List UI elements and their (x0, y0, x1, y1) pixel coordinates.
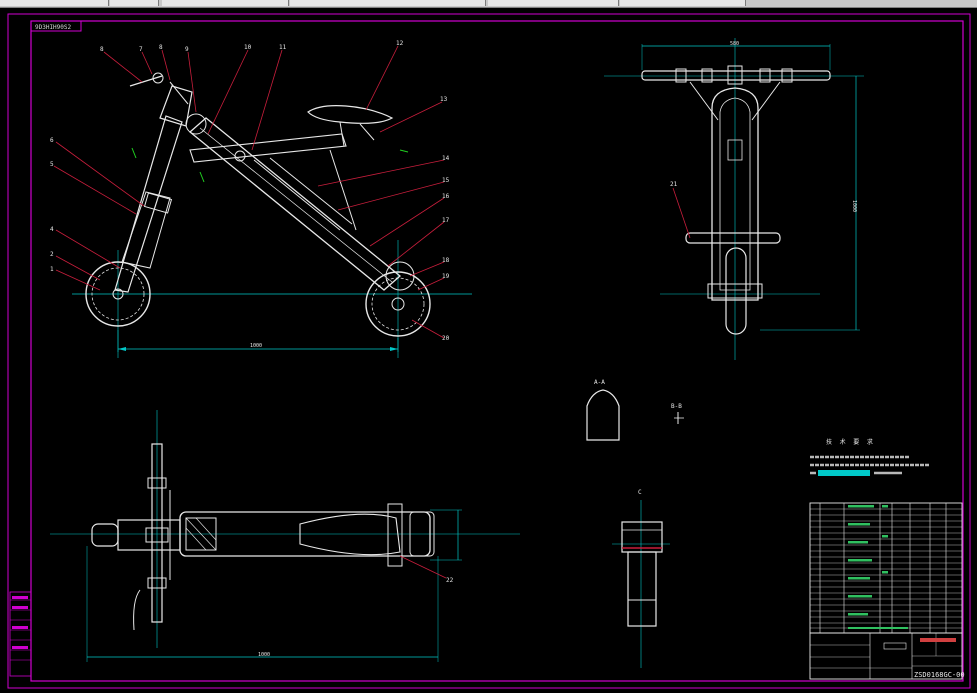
title-block (809, 502, 963, 680)
side-leaders (53, 45, 445, 339)
callout-8: 13 (440, 96, 448, 103)
section-bb-label: B-B (671, 403, 682, 410)
callout-14: 14 (442, 155, 450, 162)
section-c (612, 500, 670, 668)
tab-4[interactable] (290, 0, 486, 6)
section-bb (674, 412, 684, 424)
inner-border (30, 20, 964, 682)
callout-21: 21 (670, 181, 678, 188)
callout-3: 8 (159, 44, 163, 51)
institution-name (920, 638, 956, 642)
callout-5: 10 (244, 44, 252, 51)
tab-6[interactable] (620, 0, 746, 6)
callout-4: 9 (185, 46, 189, 53)
callout-20: 20 (442, 335, 450, 342)
side-wheelbase-dim: 1000 (250, 343, 262, 349)
callout-17: 17 (442, 217, 450, 224)
callout-7: 12 (396, 40, 404, 47)
callout-13: 1 (50, 266, 54, 273)
outer-border (7, 13, 971, 689)
section-aa (586, 389, 620, 441)
tab-2[interactable] (110, 0, 159, 6)
side-callouts: 8 7 8 9 10 11 12 13 6 5 4 2 1 14 15 16 1… (50, 40, 450, 342)
top-length-dim: 1000 (258, 652, 270, 658)
callout-15: 15 (442, 177, 450, 184)
bom-header (848, 627, 908, 629)
section-c-label: C (638, 489, 642, 496)
drawing-number: ZSD0168GC-00 (914, 671, 965, 679)
callout-2: 7 (139, 46, 143, 53)
front-height-dim: 1000 (851, 200, 857, 212)
tab-5[interactable] (488, 0, 619, 6)
callout-12: 2 (50, 251, 54, 258)
left-margin-table (9, 591, 32, 677)
callout-19: 19 (442, 273, 450, 280)
tab-3[interactable] (162, 0, 289, 6)
callout-18: 18 (442, 257, 450, 264)
tab-1[interactable] (0, 0, 109, 6)
callout-22: 22 (446, 577, 454, 584)
callout-16: 16 (442, 193, 450, 200)
callout-11: 4 (50, 226, 54, 233)
bom-entries (848, 505, 888, 616)
callout-10: 5 (50, 161, 54, 168)
stamp-text: 9D3HIH90S2 (35, 24, 72, 31)
callout-9: 6 (50, 137, 54, 144)
top-view (50, 410, 520, 662)
section-aa-label: A-A (594, 379, 605, 386)
title-name-box (883, 642, 907, 650)
notes-title: 技 术 要 求 (826, 438, 875, 446)
title-bar (0, 0, 977, 8)
stamp-box (30, 20, 82, 32)
front-width-dim: 580 (730, 41, 739, 47)
front-view (604, 38, 864, 360)
callout-1: 8 (100, 46, 104, 53)
notes-lines (810, 455, 930, 476)
side-view (72, 72, 472, 358)
cad-canvas[interactable]: 9D3HIH90S2 (0, 7, 977, 693)
callout-6: 11 (279, 44, 287, 51)
